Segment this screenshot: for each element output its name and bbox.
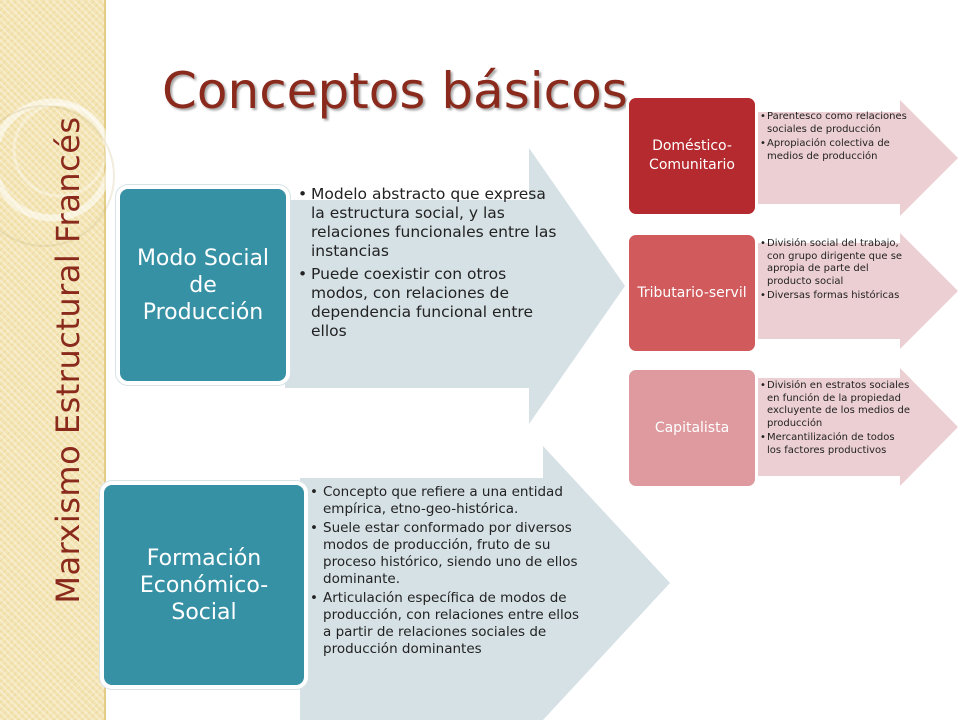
tributario-bullet-list: División social del trabajo, con grupo d… [760, 238, 910, 305]
modo-bullet-2: Puede coexistir con otros modos, con rel… [298, 265, 560, 341]
modo-bullet-list: Modelo abstracto que expresa la estructu… [298, 185, 560, 345]
tributario-bullet-2: Diversas formas históricas [760, 290, 910, 303]
tributario-bullet-1: División social del trabajo, con grupo d… [760, 238, 910, 288]
domestico-label: Doméstico-Comunitario [649, 138, 735, 173]
modo-social-de-produccion-box: Modo Social de Producción [116, 185, 290, 385]
decorative-side-strip [0, 0, 104, 720]
decorative-circles [0, 98, 115, 247]
tributario-label: Tributario-servil [637, 284, 747, 301]
side-vertical-title: Marxismo Estructural Francés [49, 116, 87, 604]
modo-bullet-1: Modelo abstracto que expresa la estructu… [298, 185, 560, 261]
capitalista-bullet-list: División en estratos sociales en función… [760, 380, 910, 459]
capitalista-label: Capitalista [654, 419, 730, 436]
formacion-bullet-3: Articulación específica de modos de prod… [310, 590, 582, 658]
formacion-label: Formación Económico-Social [139, 545, 269, 625]
domestico-bullet-list: Parentesco como relaciones sociales de p… [760, 111, 910, 165]
capitalista-bullet-2: Mercantilización de todos los factores p… [760, 432, 910, 457]
strip-edge-line [104, 0, 106, 720]
capitalista-bullet-1: División en estratos sociales en función… [760, 380, 910, 430]
formacion-bullet-list: Concepto que refiere a una entidad empír… [310, 484, 582, 660]
page-title: Conceptos básicos [162, 62, 628, 120]
formacion-bullet-1: Concepto que refiere a una entidad empír… [310, 484, 582, 518]
capitalista-box: Capitalista [626, 367, 758, 489]
modo-label: Modo Social de Producción [136, 245, 270, 325]
formacion-economico-social-box: Formación Económico-Social [100, 481, 308, 689]
domestico-bullet-1: Parentesco como relaciones sociales de p… [760, 111, 910, 136]
tributario-servil-box: Tributario-servil [626, 232, 758, 354]
domestico-comunitario-box: Doméstico-Comunitario [626, 95, 758, 217]
formacion-bullet-2: Suele estar conformado por diversos modo… [310, 520, 582, 588]
domestico-bullet-2: Apropiación colectiva de medios de produ… [760, 138, 910, 163]
